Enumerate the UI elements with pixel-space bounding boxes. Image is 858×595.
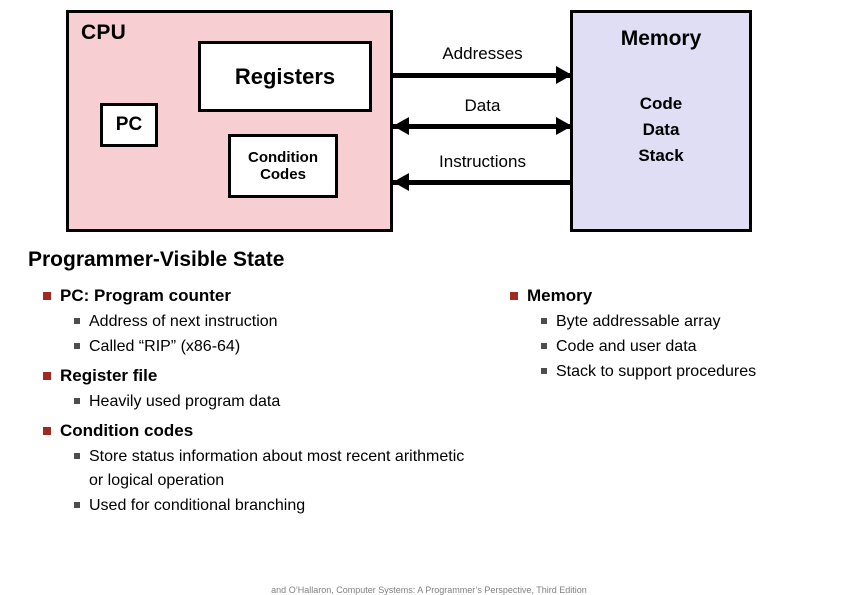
bus-line-data	[393, 124, 572, 129]
bus-label-instructions: Instructions	[439, 152, 526, 171]
left-bullet-list: PC: Program counter Address of next inst…	[28, 284, 468, 517]
section-title: Programmer-Visible State	[28, 248, 285, 271]
bus-line-instructions	[393, 180, 572, 185]
sub-bullet-text: Store status information about most rece…	[89, 448, 465, 489]
sub-bullet: Address of next instruction	[60, 310, 468, 333]
sub-bullet: Called “RIP” (x86-64)	[60, 335, 468, 358]
bullet-text: Memory	[527, 286, 593, 305]
sub-bullet-square-icon	[541, 343, 547, 350]
bullet-register-file: Register file Heavily used program data	[28, 364, 468, 413]
sub-bullet-square-icon	[541, 318, 547, 325]
slide-footer-attribution: and O’Hallaron, Computer Systems: A Prog…	[271, 585, 587, 595]
sub-bullet-square-icon	[74, 398, 80, 405]
pc-box: PC	[100, 103, 158, 147]
arrow-right-icon-data	[556, 117, 572, 135]
bullet-text: Condition codes	[60, 421, 194, 441]
sub-bullet-square-icon	[74, 343, 80, 350]
sub-bullet-square-icon	[74, 453, 80, 460]
bullet-condition-codes: Condition codes Store status information…	[28, 419, 468, 516]
memory-title: Memory	[620, 27, 702, 50]
arrow-right-icon-addresses	[556, 66, 572, 84]
bus-label-addresses: Addresses	[442, 44, 523, 63]
sub-bullet: Store status information about most rece…	[60, 445, 468, 491]
sub-bullet-text: Stack to support procedures	[556, 363, 757, 381]
registers-box: Registers	[198, 41, 372, 112]
sub-bullet-text: Address of next instruction	[89, 313, 278, 331]
pc-label: PC	[115, 114, 143, 136]
sub-bullet-list: Heavily used program data	[60, 390, 468, 413]
sub-bullet: Stack to support procedures	[527, 360, 845, 383]
bullet-square-icon	[510, 292, 518, 300]
sub-bullet-list: Store status information about most rece…	[60, 445, 468, 516]
bullet-text: Register file	[60, 366, 158, 386]
sub-bullet-text: Heavily used program data	[89, 393, 281, 411]
sub-bullet-square-icon	[541, 368, 547, 375]
sub-bullet: Code and user data	[527, 335, 845, 358]
sub-bullet-square-icon	[74, 501, 80, 508]
content-area: Programmer-Visible State PC: Program cou…	[0, 240, 858, 591]
bullet-square-icon	[43, 427, 51, 436]
sub-bullet-text: Code and user data	[556, 338, 697, 356]
sub-bullet-list: Byte addressable array Code and user dat…	[527, 310, 845, 383]
bus-line-addresses	[393, 73, 572, 78]
left-bullet-column: PC: Program counter Address of next inst…	[28, 284, 468, 523]
sub-bullet-text: Called “RIP” (x86-64)	[89, 338, 241, 356]
bullet-square-icon	[43, 372, 51, 381]
sub-bullet-list: Address of next instruction Called “RIP”…	[60, 310, 468, 358]
bullet-square-icon	[43, 292, 51, 300]
right-bullet-list: Memory Byte addressable array Code and u…	[495, 284, 845, 383]
arrow-left-icon-data	[393, 117, 409, 135]
registers-label: Registers	[234, 63, 336, 89]
bus-label-data: Data	[464, 96, 501, 115]
right-bullet-column: Memory Byte addressable array Code and u…	[495, 284, 845, 389]
sub-bullet-text: Byte addressable array	[556, 313, 721, 331]
bullet-pc: PC: Program counter Address of next inst…	[28, 284, 468, 358]
bullet-text: PC: Program counter	[60, 286, 231, 305]
sub-bullet-square-icon	[74, 318, 80, 325]
sub-bullet-text: Used for conditional branching	[89, 496, 306, 514]
bullet-memory: Memory Byte addressable array Code and u…	[495, 284, 845, 383]
cpu-label: CPU	[81, 21, 126, 44]
arrow-left-icon-instructions	[393, 173, 409, 191]
sub-bullet: Used for conditional branching	[60, 494, 468, 517]
sub-bullet: Heavily used program data	[60, 390, 468, 413]
sub-bullet: Byte addressable array	[527, 310, 845, 333]
